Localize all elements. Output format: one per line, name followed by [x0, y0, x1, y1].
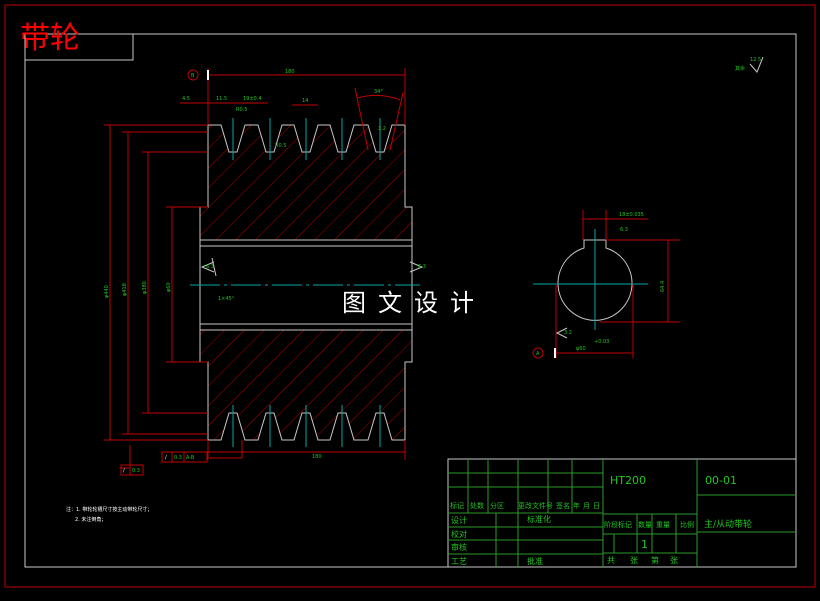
tb-quantity-h: 数量 — [638, 520, 652, 529]
bore-keyway-outline — [557, 239, 633, 321]
tolerance-frame — [120, 464, 144, 476]
keyway-roughness: 6.3 — [620, 227, 628, 233]
datum-b: B — [191, 73, 195, 79]
roughness-general-value: 12.5 — [750, 57, 761, 63]
datum-a-circle — [532, 347, 544, 359]
tb-process: 工艺 — [451, 557, 467, 566]
dim-groove-width: 14 — [302, 98, 308, 104]
section-dimension-lines — [555, 210, 680, 358]
diameter-dimension-line — [104, 124, 208, 441]
section-bore: φ60 — [576, 346, 586, 352]
diameter-dimension-line — [122, 131, 208, 435]
tb-weight: 重量 — [656, 521, 670, 529]
tb-year: 年 — [573, 501, 580, 510]
tb-part-name: 主/从动带轮 — [704, 518, 752, 530]
runout-value: 0.3 — [174, 455, 182, 461]
tb-sign: 签名 — [556, 501, 570, 510]
dim-radius-top: R0.5 — [236, 107, 247, 113]
dim-dia-60: φ60 — [166, 282, 172, 292]
dim-dia-380: φ380 — [142, 281, 148, 294]
section-bore-tol: +0.03 — [594, 339, 609, 345]
roughness-groove: 3.2 — [378, 126, 386, 132]
tb-stage: 阶段标记 — [604, 520, 632, 529]
side-roughness: 3.2 — [564, 330, 572, 336]
dim-dia-418: φ418 — [122, 283, 128, 296]
drawing-title: 带轮 — [20, 21, 80, 56]
dim-chamfer: 1×45° — [218, 296, 235, 302]
dimensions: 180 4.5 11.5 19±0.4 14 34° R0.5 R0.5 3.2… — [104, 68, 426, 476]
roughness-bore-left: 6.3 — [206, 264, 214, 270]
note-1: 注：1. 带轮轮槽尺寸按主动带轮尺寸； — [66, 506, 152, 513]
roughness-general-label: 其余 — [735, 65, 745, 72]
diameter-dimensions — [104, 124, 208, 441]
note-2: 2. 未注倒角； — [75, 516, 106, 523]
runout2-value: 0.3 — [132, 468, 140, 474]
roughness-bore-right: 6.3 — [418, 264, 426, 270]
tb-zone: 分区 — [490, 501, 504, 510]
tb-total: 共 — [607, 556, 615, 565]
dim-angle: 34° — [374, 89, 383, 95]
title-block-grid — [448, 459, 796, 567]
tb-design: 设计 — [451, 515, 467, 525]
dim-dia-440: φ440 — [104, 285, 110, 298]
runout-datum: A-B — [186, 455, 195, 461]
tb-scale: 比例 — [680, 520, 694, 529]
tb-drawing-no: 00-01 — [705, 474, 737, 487]
pulley-section-view — [190, 118, 420, 447]
watermark: 图文设计 — [342, 289, 486, 317]
tb-sheet-no: 第 — [651, 555, 659, 565]
lower-hatch — [200, 330, 412, 440]
runout2-symbol: / — [123, 468, 125, 474]
roughness-icon — [749, 56, 764, 73]
tb-count: 处数 — [470, 501, 484, 510]
upper-hatch — [200, 125, 412, 240]
tb-check: 校对 — [451, 529, 467, 539]
tb-change-doc: 更改文件号 — [518, 501, 553, 510]
dim-first: 11.5 — [216, 96, 227, 102]
roughness-symbol-icon — [409, 261, 424, 273]
groove-centerlines — [232, 118, 381, 447]
tb-day: 日 — [593, 502, 600, 510]
keyway-section-view: 18±0.035 6.3 64.4 φ60 +0.03 3.2 A — [532, 210, 680, 359]
keyway-depth: 64.4 — [660, 281, 666, 292]
tb-quantity: 1 — [641, 538, 648, 551]
dim-edge: 4.5 — [182, 96, 190, 102]
dim-bottom-width: 180 — [312, 454, 322, 460]
tb-sheet: 张 — [670, 556, 678, 565]
datum-b-circle — [187, 69, 199, 81]
dim-radius-bottom: R0.5 — [275, 143, 286, 149]
keyway-dim: 18±0.035 — [619, 212, 644, 218]
diameter-dimension-line — [142, 151, 208, 414]
dim-overall-width: 180 — [285, 69, 295, 75]
roughness-symbol-icon — [555, 327, 568, 339]
tb-sheets: 张 — [630, 556, 638, 565]
inner-frame — [24, 33, 797, 568]
title-tab — [25, 34, 134, 61]
angle-dimension — [354, 87, 404, 151]
title-block: 标记 处数 分区 更改文件号 签名 年 月 日 设计 校对 审核 工艺 标准化 … — [447, 458, 797, 568]
tb-standardization: 标准化 — [527, 514, 551, 524]
tb-material: HT200 — [610, 474, 646, 487]
tb-approve: 批准 — [527, 556, 543, 566]
diameter-dimension-line — [166, 206, 208, 363]
tolerance-leader — [120, 440, 243, 469]
datum-a: A — [536, 351, 540, 357]
outer-frame — [4, 4, 816, 588]
runout-symbol: / — [165, 455, 167, 461]
roughness-symbol-icon — [200, 257, 217, 277]
tb-review: 审核 — [451, 542, 467, 552]
tb-month: 月 — [583, 502, 590, 510]
dim-pitch: 19±0.4 — [243, 96, 262, 102]
tb-mark: 标记 — [450, 501, 464, 510]
